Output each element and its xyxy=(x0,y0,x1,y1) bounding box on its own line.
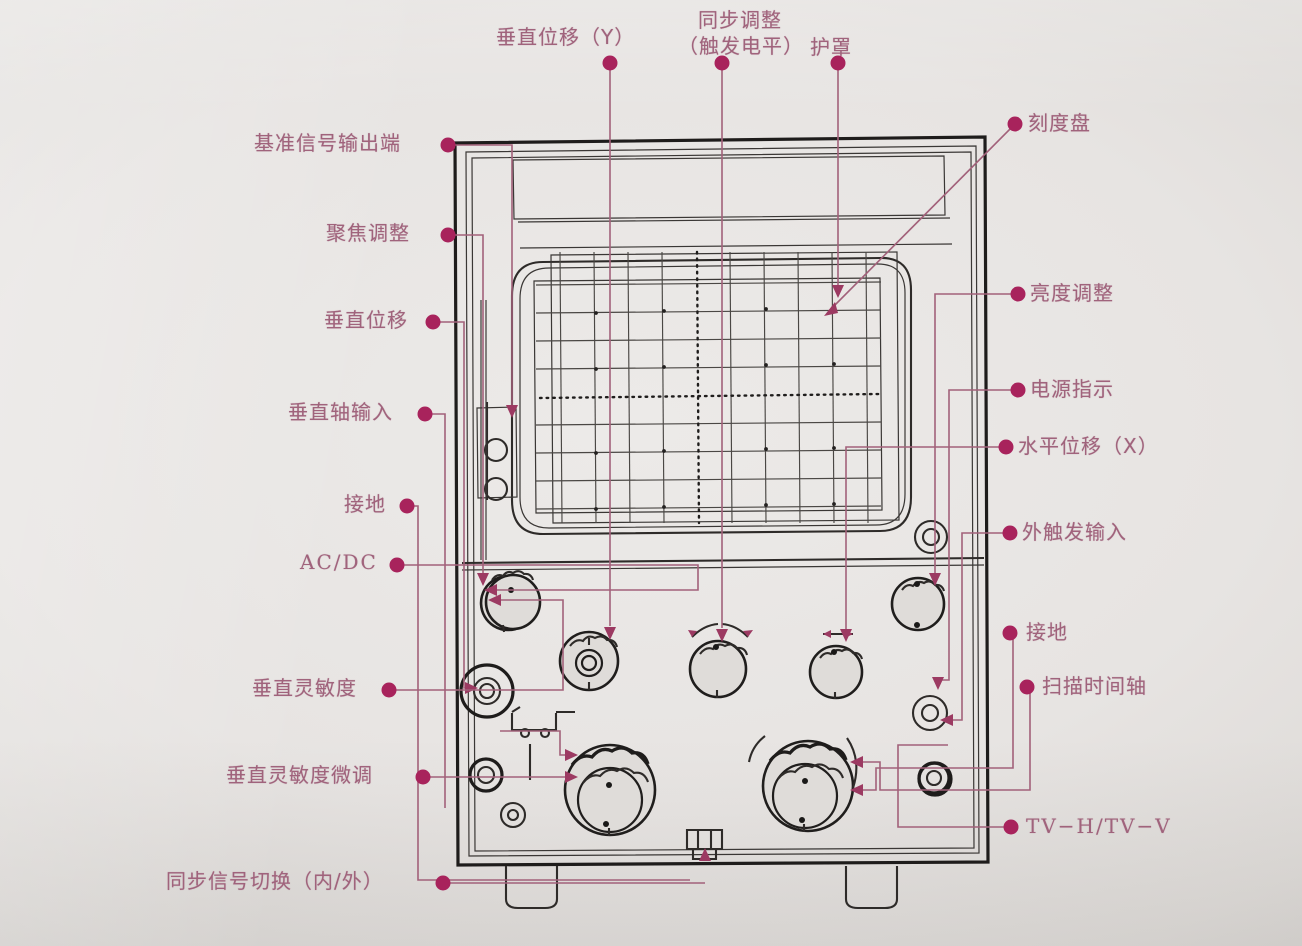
label-power-indicator: 电源指示 xyxy=(1030,377,1114,401)
external-trigger-bnc xyxy=(913,519,949,555)
label-tv-h-tv-v: TV−H/TV−V xyxy=(1026,814,1172,838)
label-vertical-axis-input: 垂直轴输入 xyxy=(288,400,393,424)
aux-terminal-left xyxy=(499,801,527,829)
label-vertical-sensitivity-fine: 垂直灵敏度微调 xyxy=(226,763,373,787)
label-focus-adjust: 聚焦调整 xyxy=(326,221,410,245)
power-indicator-lamp xyxy=(911,694,949,732)
label-sync-adjust-line2: （触发电平） xyxy=(678,34,804,58)
label-vertical-position: 垂直位移 xyxy=(324,308,408,332)
label-external-trigger-input: 外触发输入 xyxy=(1022,520,1127,544)
label-sync-signal-switch: 同步信号切换（内/外） xyxy=(166,869,384,893)
vertical-sensitivity-knob xyxy=(563,743,657,837)
ground-terminal-left xyxy=(468,757,504,793)
label-shroud: 护罩 xyxy=(810,35,852,59)
tv-hv-terminal xyxy=(917,761,953,797)
label-sync-adjust-line1: 同步调整 xyxy=(698,8,782,32)
vertical-input-bnc xyxy=(459,663,515,719)
sync-source-switch xyxy=(685,828,724,861)
vertical-position-knob xyxy=(558,630,620,692)
label-brightness-adjust: 亮度调整 xyxy=(1030,281,1114,305)
brightness-knob xyxy=(890,576,946,632)
label-horizontal-position-x: 水平位移（X） xyxy=(1018,434,1159,458)
sync-trigger-level-knob xyxy=(688,622,753,699)
ac-dc-switch xyxy=(510,706,575,780)
horizontal-position-knob xyxy=(808,630,864,700)
label-ac-dc: AC/DC xyxy=(300,550,378,574)
label-vertical-position-y: 垂直位移（Y） xyxy=(496,25,636,49)
sweep-time-base-knob xyxy=(747,735,858,833)
label-graticule-dial: 刻度盘 xyxy=(1028,111,1091,135)
label-ground-left: 接地 xyxy=(344,492,386,516)
label-sweep-time-base: 扫描时间轴 xyxy=(1042,674,1147,698)
label-ground-right: 接地 xyxy=(1026,620,1068,644)
label-vertical-sensitivity: 垂直灵敏度 xyxy=(252,676,357,700)
label-reference-signal-output: 基准信号输出端 xyxy=(254,131,401,155)
